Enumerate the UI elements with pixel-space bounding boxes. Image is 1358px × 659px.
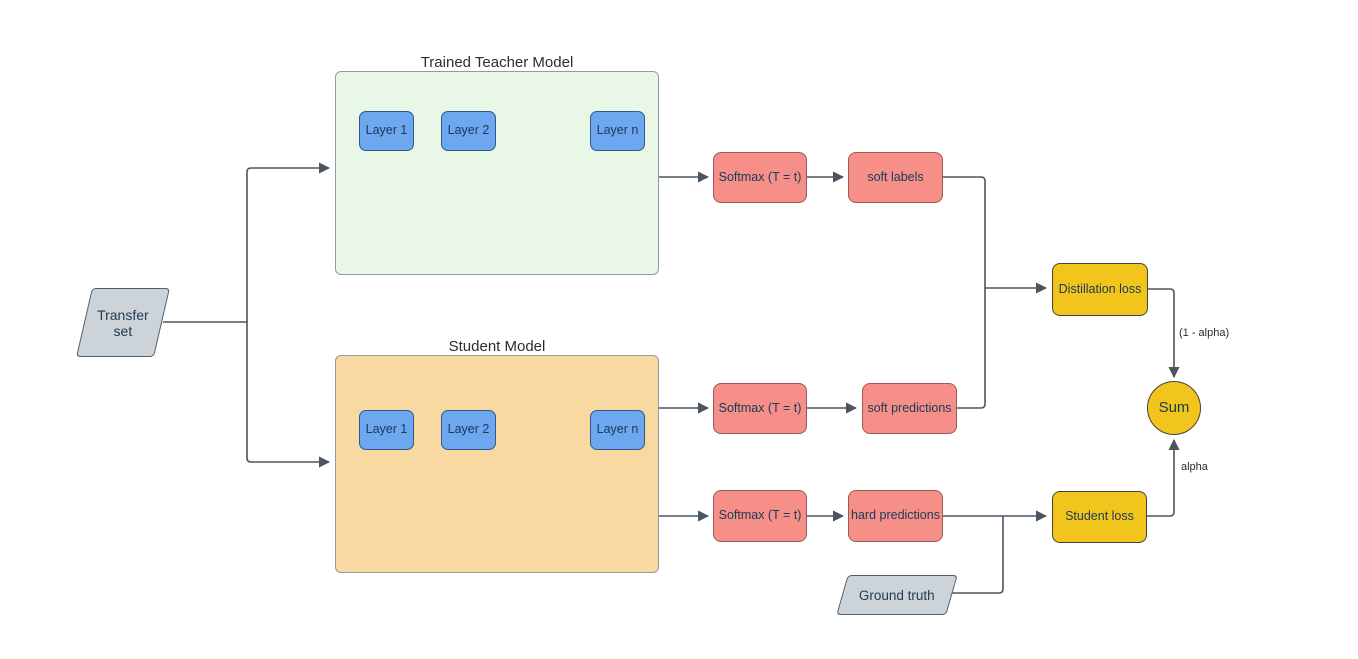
transfer-set-node: Transfer set [76, 288, 170, 357]
teacher-layer-n: Layer n [590, 111, 645, 151]
connector-softlabels-down [943, 176, 986, 288]
soft-predictions-node: soft predictions [862, 383, 957, 434]
one-minus-alpha-label: (1 - alpha) [1179, 327, 1230, 339]
teacher-model-container [335, 71, 659, 275]
connector-studentloss-to-sum [1147, 438, 1180, 517]
soft-labels-node: soft labels [848, 152, 943, 203]
transfer-set-label: Transfer set [97, 306, 149, 339]
connector-transferset-to-teacher [246, 162, 331, 322]
hard-predictions-node: hard predictions [848, 490, 943, 542]
student-model-title: Student Model [448, 338, 546, 355]
student-layer-1: Layer 1 [359, 410, 414, 450]
student-model-container [335, 355, 659, 573]
ground-truth-node: Ground truth [836, 575, 958, 615]
teacher-model-title: Trained Teacher Model [420, 54, 574, 71]
softmax-teacher-node: Softmax (T = t) [713, 152, 807, 203]
student-layer-2: Layer 2 [441, 410, 496, 450]
softmax-student-soft-node: Softmax (T = t) [713, 383, 807, 434]
softmax-student-hard-node: Softmax (T = t) [713, 490, 807, 542]
ground-truth-label: Ground truth [859, 587, 935, 603]
connector-transferset-to-student [246, 322, 331, 468]
connector-softpredictions-up [957, 288, 986, 409]
distillation-loss-node: Distillation loss [1052, 263, 1148, 316]
student-loss-node: Student loss [1052, 491, 1147, 543]
alpha-label: alpha [1181, 461, 1208, 473]
teacher-layer-2: Layer 2 [441, 111, 496, 151]
teacher-layer-1: Layer 1 [359, 111, 414, 151]
connector-groundtruth-join [951, 516, 1004, 594]
sum-node: Sum [1147, 381, 1201, 435]
connector-distillationloss-to-sum [1148, 288, 1180, 379]
student-layer-n: Layer n [590, 410, 645, 450]
